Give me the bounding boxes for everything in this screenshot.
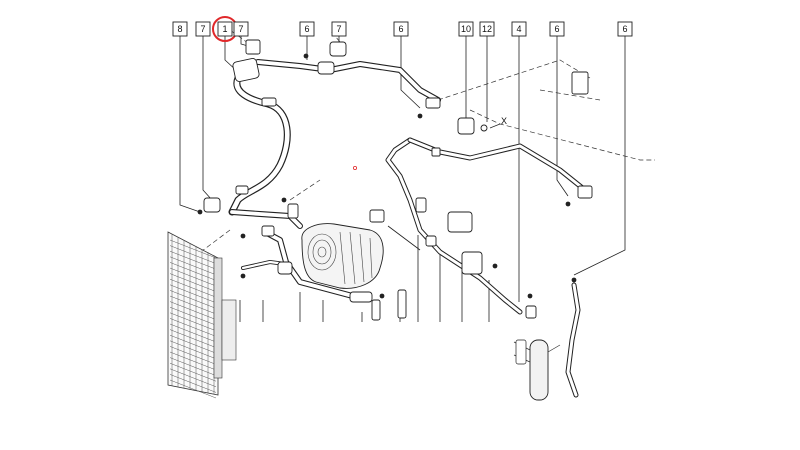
x-letter: X xyxy=(501,116,507,126)
callout-6[interactable]: 6 xyxy=(617,21,633,37)
callout-7[interactable]: 7 xyxy=(331,21,347,37)
condenser xyxy=(167,231,237,399)
x-annotation: X xyxy=(489,116,507,129)
callout-7[interactable]: 7 xyxy=(195,21,211,37)
compressor xyxy=(301,223,384,289)
callout-6[interactable]: 6 xyxy=(299,21,315,37)
svg-text:6: 6 xyxy=(622,24,627,34)
svg-text:8: 8 xyxy=(177,24,182,34)
bolts xyxy=(197,53,577,299)
svg-text:6: 6 xyxy=(304,24,309,34)
callout-7[interactable]: 7 xyxy=(233,21,249,37)
svg-text:7: 7 xyxy=(238,24,243,34)
leader-lines xyxy=(179,36,626,322)
callout-6[interactable]: 6 xyxy=(549,21,565,37)
callout-6[interactable]: 6 xyxy=(393,21,409,37)
svg-text:7: 7 xyxy=(200,24,205,34)
callout-10[interactable]: 10 xyxy=(458,21,474,37)
callout-12[interactable]: 12 xyxy=(479,21,495,37)
svg-text:6: 6 xyxy=(398,24,403,34)
svg-text:1: 1 xyxy=(222,24,227,34)
center-marker xyxy=(352,165,357,170)
svg-text:4: 4 xyxy=(516,24,521,34)
svg-text:10: 10 xyxy=(461,24,471,34)
callout-4[interactable]: 4 xyxy=(511,21,527,37)
svg-text:7: 7 xyxy=(336,24,341,34)
svg-text:6: 6 xyxy=(554,24,559,34)
callout-8[interactable]: 8 xyxy=(172,21,188,37)
svg-text:12: 12 xyxy=(482,24,492,34)
callouts: 8 7 1 7 6 7 6 10 xyxy=(172,16,633,42)
fittings xyxy=(203,39,593,321)
receiver-dryer xyxy=(513,339,561,401)
